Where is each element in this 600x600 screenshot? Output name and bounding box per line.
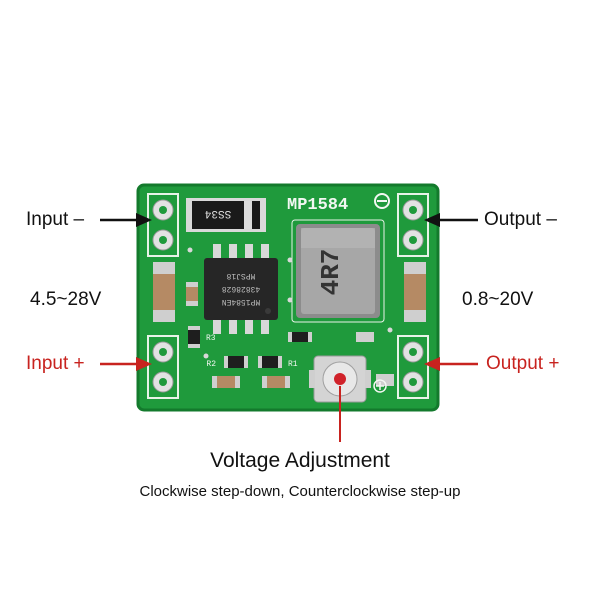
circle-minus-icon [374,193,390,209]
resistor-r1: R1 [258,356,298,369]
pad-output-minus-2 [402,229,424,251]
caption-subtitle: Clockwise step-down, Counterclockwise st… [139,483,461,500]
pad-input-minus-1 [152,199,174,221]
ic-marking-2: 43828628 [222,284,261,293]
trimmer-knob-icon [309,355,371,403]
via [387,327,393,333]
resistor-r3-label: R3 [206,334,216,343]
output-voltage-range: 0.8~20V [462,289,534,310]
ic-chip: MP1584EN 43828628 MPSJ18 [204,244,278,334]
capacitor-small-1 [186,282,198,306]
capacitor-input [153,262,175,322]
diode-ss34: SS34 [186,198,266,232]
pad-input-plus-2 [152,371,174,393]
diode-marking: SS34 [204,207,231,219]
pad-frame-input-plus [147,335,179,399]
caption-title: Voltage Adjustment [210,449,390,472]
output-plus-label: Output + [486,353,560,374]
arrow-input-plus [100,357,152,371]
capacitor-small-2 [212,376,240,388]
ic-marking-1: MP1584EN [222,297,261,306]
pad-frame-output-minus [397,193,429,257]
circle-plus-icon [373,379,387,393]
pad-frame-input-minus [147,193,179,257]
pad-input-minus-2 [152,229,174,251]
inductor-marking: 4R7 [316,249,346,296]
capacitor-small-3 [262,376,290,388]
resistor-r1-label: R1 [288,360,298,369]
resistor-r2: R2 [206,356,248,369]
pad-output-minus-1 [402,199,424,221]
resistor-r3: R3 [188,326,216,348]
arrow-input-minus [100,213,152,227]
smd-part [356,332,374,342]
resistor-r2-label: R2 [206,360,216,369]
model-marking: MP1584 [287,196,348,215]
input-voltage-range: 4.5~28V [30,289,102,310]
via [187,247,193,253]
arrow-output-plus [424,357,478,371]
smd-part [292,332,308,342]
output-minus-label: Output – [484,209,557,230]
arrow-output-minus [424,213,478,227]
ic-marking-3: MPSJ18 [226,271,255,280]
via [203,353,209,359]
via [287,297,293,303]
input-plus-label: Input + [26,353,85,374]
input-minus-label: Input – [26,209,85,230]
inductor-outline [291,219,385,323]
pad-output-plus-1 [402,341,424,363]
pad-input-plus-1 [152,341,174,363]
via [287,257,293,263]
capacitor-output [404,262,426,322]
pad-output-plus-2 [402,371,424,393]
inductor: 4R7 [296,224,380,318]
pad-frame-output-plus [397,335,429,399]
